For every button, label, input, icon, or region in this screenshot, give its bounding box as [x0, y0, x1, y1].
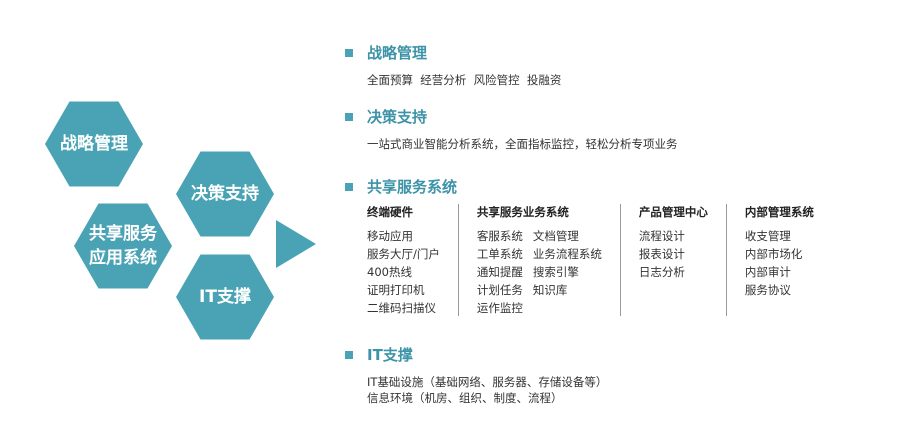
section-strategy-desc: 全面预算 经营分析 风险管控 投融资 [367, 73, 562, 87]
list-item: 运作监控 [476, 301, 523, 315]
hexagon-it-text: IT支撑 [199, 287, 251, 307]
section-it-desc: IT基础设施（基础网络、服务器、存储设备等） 信息环境（机房、组织、制度、流程） [367, 374, 607, 406]
hexagon-it-label: IT支撑 [199, 285, 251, 309]
section-it-desc-line: 信息环境（机房、组织、制度、流程） [367, 391, 563, 405]
section-strategy: 战略管理 全面预算 经营分析 风险管控 投融资 [345, 42, 561, 88]
section-shared-header: 共享服务系统 [345, 176, 457, 197]
hexagon-strategy-text: 战略管理 [60, 134, 128, 154]
column-items: 流程设计 报表设计 日志分析 [639, 229, 708, 280]
hexagon-decision-text: 决策支持 [191, 184, 259, 204]
column-internal-management: 内部管理系统 收支管理 内部市场化 内部审计 服务协议 [725, 204, 832, 316]
column-title: 内部管理系统 [744, 205, 814, 219]
bullet-square-icon [345, 182, 353, 191]
section-it-header: IT支撑 [345, 344, 607, 365]
list-item: 服务协议 [744, 283, 791, 297]
section-strategy-title: 战略管理 [367, 44, 428, 62]
hexagon-shared-text-line2: 应用系统 [89, 248, 157, 268]
section-it: IT支撑 IT基础设施（基础网络、服务器、存储设备等） 信息环境（机房、组织、制… [345, 344, 607, 406]
list-item: 日志分析 [638, 265, 685, 279]
column-terminal-hardware: 终端硬件 移动应用 服务大厅/门户 400热线 证明打印机 二维码扫描仪 [367, 204, 458, 316]
hexagon-decision-label: 决策支持 [191, 182, 259, 206]
column-title: 产品管理中心 [638, 205, 708, 219]
hexagon-decision [176, 151, 274, 237]
shared-columns: 终端硬件 移动应用 服务大厅/门户 400热线 证明打印机 二维码扫描仪 共享服… [367, 204, 832, 316]
hexagon-strategy-label: 战略管理 [60, 132, 128, 156]
column-title: 共享服务业务系统 [476, 205, 569, 219]
column-items: 客服系统 文档管理 工单系统 业务流程系统 通知提醒 搜索引擎 计划任务 知识库… [477, 229, 602, 316]
list-item: 服务大厅/门户 [367, 247, 440, 261]
list-item: 证明打印机 [367, 283, 425, 297]
list-item: 搜索引擎 [532, 265, 579, 279]
list-item: 报表设计 [638, 247, 685, 261]
section-decision: 决策支持 一站式商业智能分析系统，全面指标监控，轻松分析专项业务 [345, 106, 678, 152]
section-shared: 共享服务系统 [345, 176, 457, 197]
list-item: 二维码扫描仪 [367, 301, 436, 315]
bullet-square-icon [345, 112, 353, 121]
list-item: 内部市场化 [744, 247, 803, 261]
column-items: 移动应用 服务大厅/门户 400热线 证明打印机 二维码扫描仪 [367, 229, 440, 316]
section-shared-title: 共享服务系统 [367, 178, 458, 196]
list-item: 知识库 [532, 283, 568, 297]
hexagon-shared [74, 203, 172, 289]
list-item: 工单系统 [476, 247, 523, 261]
bullet-square-icon [345, 350, 353, 359]
column-shared-business-systems: 共享服务业务系统 客服系统 文档管理 工单系统 业务流程系统 通知提醒 搜索引擎… [457, 204, 620, 316]
section-decision-title: 决策支持 [367, 108, 428, 126]
hexagon-shared-text-line1: 共享服务 [89, 224, 157, 244]
list-item: 流程设计 [638, 229, 685, 243]
hexagon-strategy [45, 101, 143, 187]
arrow-right-icon [276, 220, 316, 268]
list-item: 内部审计 [744, 265, 791, 279]
column-product-management: 产品管理中心 流程设计 报表设计 日志分析 [619, 204, 726, 316]
list-item: 计划任务 [476, 283, 523, 297]
list-item: 客服系统 [476, 229, 523, 243]
section-it-desc-line: IT基础设施（基础网络、服务器、存储设备等） [367, 375, 608, 389]
section-it-title: IT支撑 [367, 346, 413, 364]
list-item: 收支管理 [744, 229, 791, 243]
section-decision-desc: 一站式商业智能分析系统，全面指标监控，轻松分析专项业务 [367, 137, 678, 151]
column-items: 收支管理 内部市场化 内部审计 服务协议 [745, 229, 814, 298]
list-item: 移动应用 [367, 229, 413, 243]
column-title: 终端硬件 [367, 205, 413, 219]
hexagon-it [176, 254, 274, 340]
hexagon-shared-label: 共享服务 应用系统 [89, 222, 157, 270]
section-strategy-header: 战略管理 [345, 42, 561, 63]
list-item: 文档管理 [532, 229, 579, 243]
section-decision-header: 决策支持 [345, 106, 678, 127]
bullet-square-icon [345, 48, 353, 57]
list-item: 通知提醒 [476, 265, 523, 279]
list-item: 业务流程系统 [532, 247, 602, 261]
list-item: 400热线 [367, 265, 412, 279]
